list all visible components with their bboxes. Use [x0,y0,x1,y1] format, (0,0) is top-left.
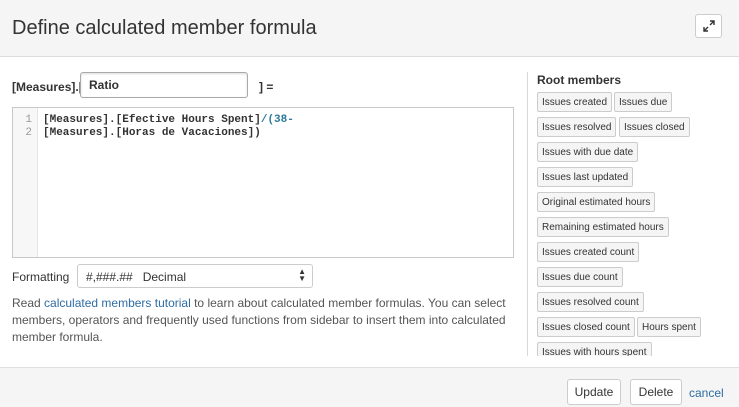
line-number: 2 [25,127,32,139]
member-name-input[interactable] [80,72,248,98]
member-name-row: [Measures].[ ] = [12,72,522,98]
line-number: 1 [25,114,32,126]
member-chip[interactable]: Issues closed count [537,317,635,337]
formula-editor[interactable]: 1 2 [Measures].[Efective Hours Spent]/(3… [12,107,514,258]
member-chip[interactable]: Issues closed [619,117,690,137]
member-chip[interactable]: Original estimated hours [537,192,656,212]
member-chip[interactable]: Issues due count [537,267,623,287]
code-line[interactable]: [Measures].[Efective Hours Spent]/(38- [43,114,294,126]
member-chip[interactable]: Issues due [614,92,673,112]
formatting-selected-value: #,###.## Decimal [86,270,187,284]
member-chip[interactable]: Hours spent [637,317,701,337]
member-chip[interactable]: Issues last updated [537,167,634,187]
formatting-label: Formatting [12,270,70,284]
member-chip[interactable]: Issues with hours spent [537,342,652,356]
line-number-gutter: 1 2 [13,108,38,257]
code-line[interactable]: [Measures].[Horas de Vacaciones]) [43,127,261,139]
expand-button[interactable] [695,14,722,38]
code-operator: /(38- [260,114,294,126]
member-chip[interactable]: Issues with due date [537,142,639,162]
member-chip[interactable]: Remaining estimated hours [537,217,669,237]
member-suffix-label: ] = [259,80,274,94]
delete-button[interactable]: Delete [630,379,682,405]
help-text-before: Read [12,296,45,310]
code-member-reference: [Measures].[Efective Hours Spent] [43,114,261,126]
update-button[interactable]: Update [567,379,621,405]
dialog-header: Define calculated member formula [0,0,739,57]
member-chip[interactable]: Issues created [537,92,613,112]
expand-arrows-icon [702,20,715,32]
sidebar-title: Root members [537,73,622,87]
help-text-after: to learn about calculated member formula… [12,296,506,344]
help-text: Read calculated members tutorial to lear… [12,295,510,346]
dialog-title: Define calculated member formula [12,17,317,39]
formatting-select[interactable]: #,###.## Decimal ▲▼ [77,264,313,288]
select-arrows-icon: ▲▼ [298,267,306,283]
cancel-link[interactable]: cancel [689,386,724,400]
member-chip[interactable]: Issues resolved count [537,292,644,312]
tutorial-link[interactable]: calculated members tutorial [44,296,191,310]
member-chip[interactable]: Issues created count [537,242,640,262]
code-member-reference: [Measures].[Horas de Vacaciones]) [43,127,261,139]
root-members-sidebar[interactable]: Root members Issues created Issues due I… [527,72,727,356]
dialog-footer: Update Delete cancel [0,367,739,407]
member-chip[interactable]: Issues resolved [537,117,617,137]
member-prefix-label: [Measures].[ [12,80,83,94]
